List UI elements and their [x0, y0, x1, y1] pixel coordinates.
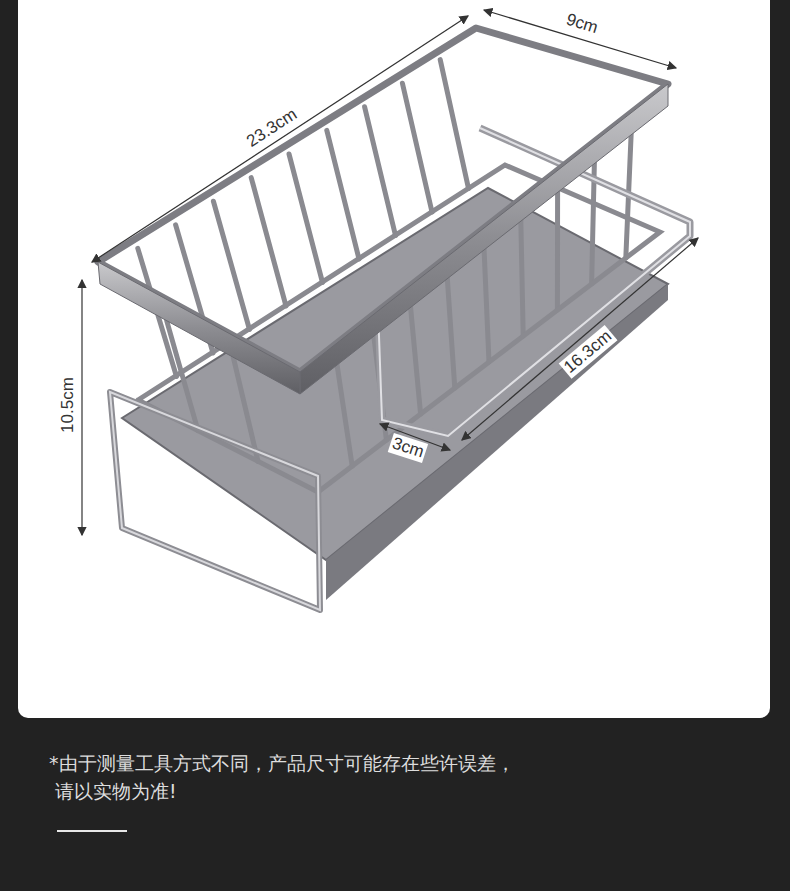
- wire: [402, 83, 432, 212]
- wire: [410, 306, 420, 414]
- tray-frame: [110, 392, 320, 610]
- wire: [555, 190, 560, 310]
- wire: [213, 201, 249, 329]
- wire: [440, 60, 468, 189]
- drip-tray: [122, 188, 668, 560]
- wire: [289, 154, 323, 283]
- wire: [251, 178, 286, 306]
- rim-side-band: [98, 262, 300, 394]
- dimension-line: [462, 238, 698, 440]
- wire: [484, 248, 489, 362]
- wire: [365, 107, 396, 236]
- wire: [447, 277, 455, 388]
- wire: [327, 130, 359, 259]
- note-text: 请以实物为准!: [55, 779, 177, 805]
- rim-front-band: [300, 84, 668, 394]
- divider-line: [57, 830, 127, 832]
- note-text: *由于测量工具方式不同，产品尺寸可能存在些许误差，: [49, 751, 515, 777]
- tray-frame-highlight: [110, 392, 320, 610]
- dimension-label: 10.5cm: [58, 375, 78, 435]
- dimension-line: [81, 280, 82, 535]
- dimension-line: [484, 10, 676, 68]
- dimension-line: [92, 16, 468, 262]
- wire: [521, 219, 523, 336]
- wire: [337, 363, 352, 466]
